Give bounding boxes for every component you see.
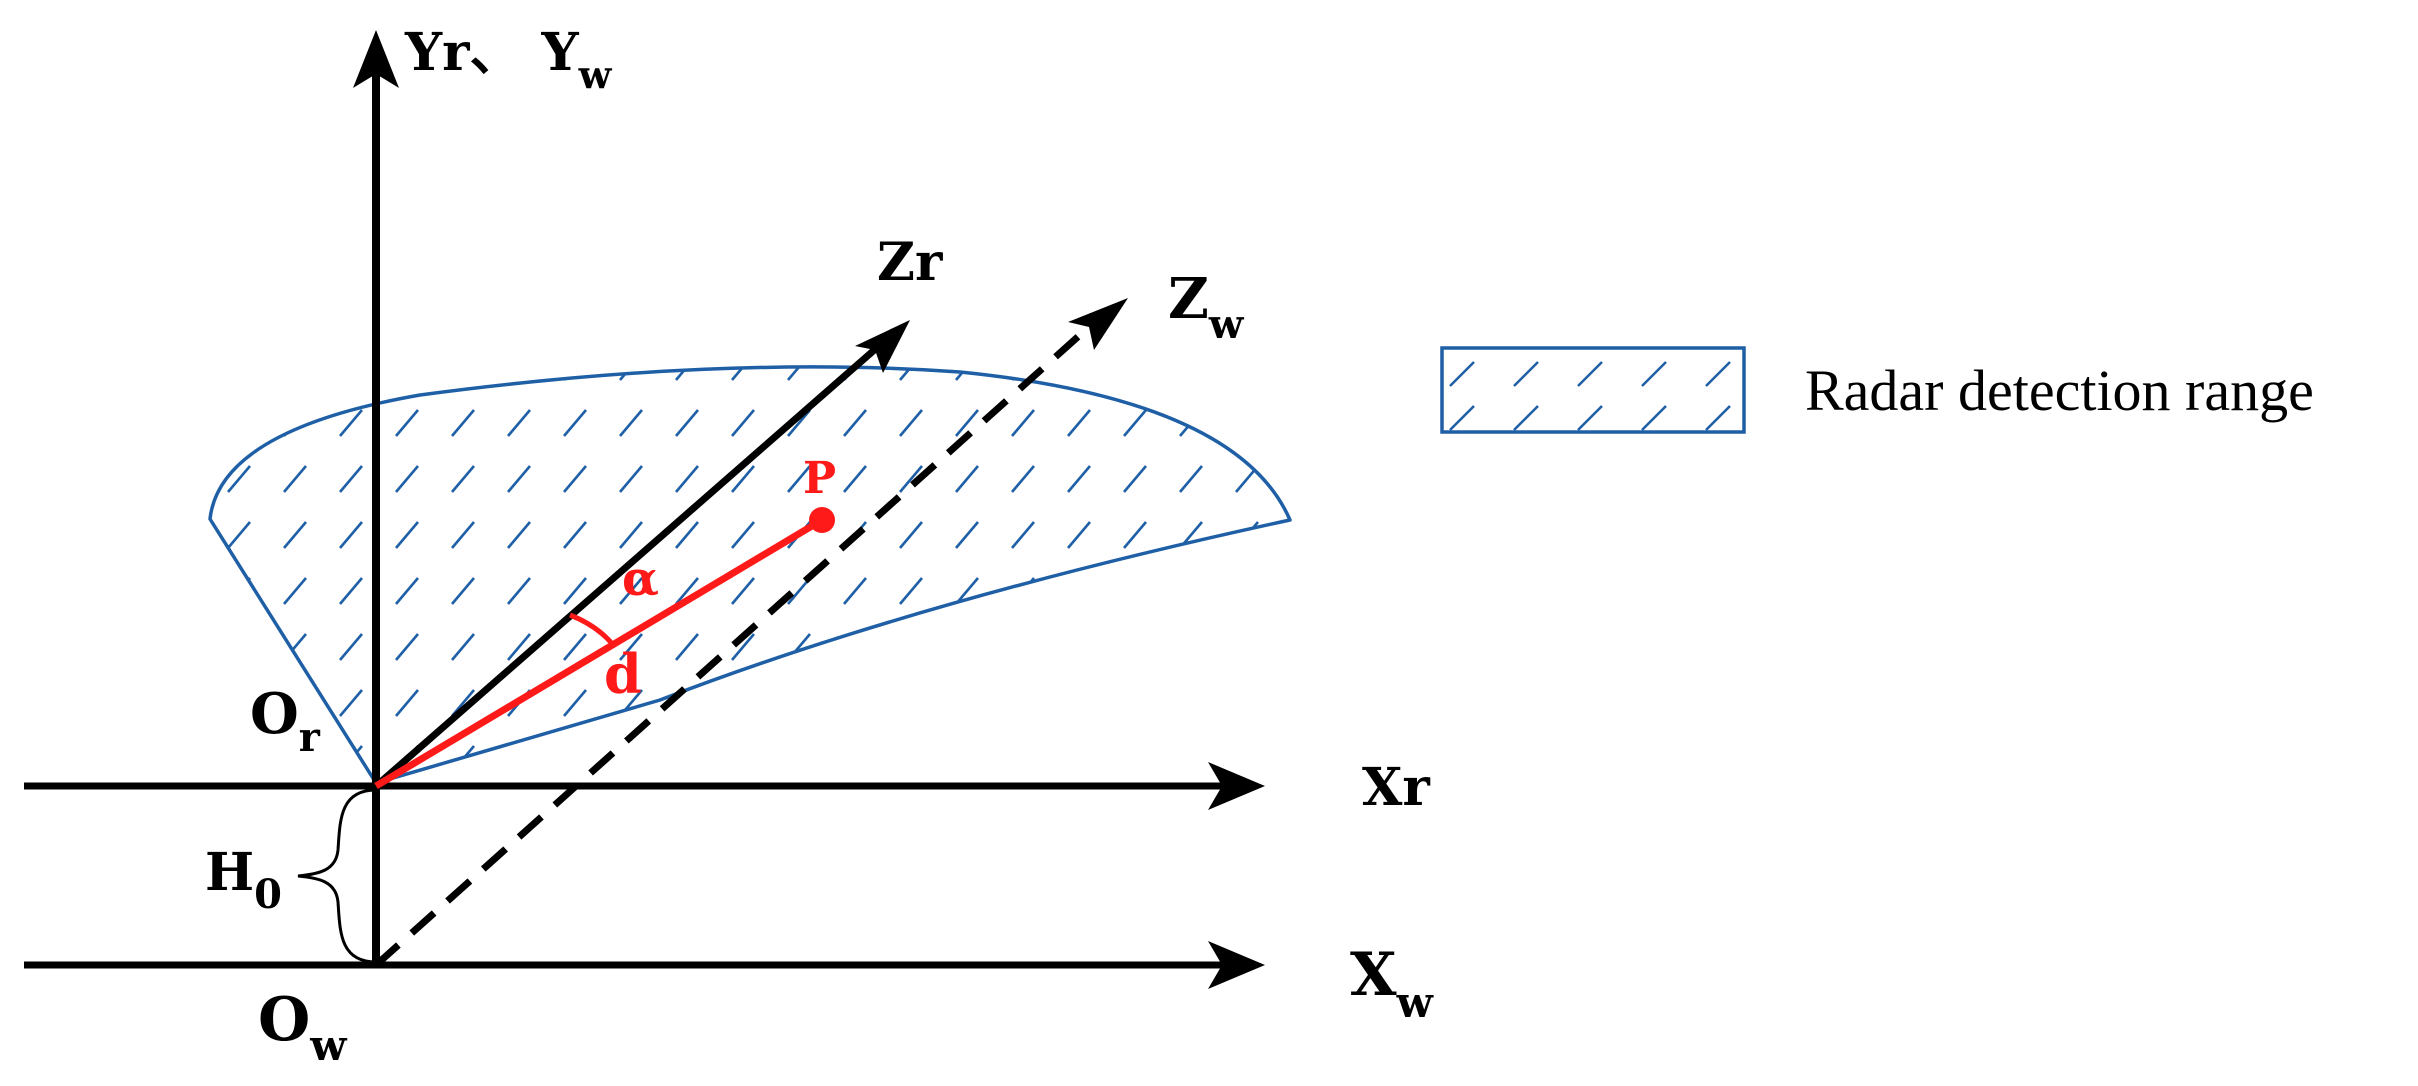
target-point-p [809, 507, 835, 533]
zr-axis-arrowhead [855, 320, 910, 373]
zr-label: Zr [877, 232, 943, 293]
zw-axis-arrowhead [1068, 298, 1128, 350]
y-axis-arrowhead [353, 30, 399, 88]
legend-swatch [1440, 346, 1746, 434]
xw-axis-arrowhead [1208, 941, 1265, 989]
xw-label: Xw [1350, 940, 1434, 1027]
yr-yw-label: Yr、Yw [404, 22, 613, 97]
zw-axis [373, 323, 1093, 968]
legend-label: Radar detection range [1805, 358, 2314, 423]
h0-label: H0 [205, 842, 282, 918]
h0-brace [297, 788, 377, 964]
radar-detection-area [208, 365, 1292, 785]
angle-alpha-label: α [622, 551, 659, 607]
or-label: Or [250, 681, 321, 761]
distance-d-label: d [604, 642, 642, 706]
xr-label: Xr [1362, 757, 1430, 818]
target-distance-line [374, 516, 824, 790]
zr-axis [373, 342, 883, 789]
xr-axis-arrowhead [1208, 762, 1265, 810]
legend: Radar detection range [1440, 346, 2314, 434]
point-p-label: P [803, 453, 836, 504]
zw-label: Zw [1168, 266, 1245, 348]
ow-label: Ow [258, 985, 347, 1070]
